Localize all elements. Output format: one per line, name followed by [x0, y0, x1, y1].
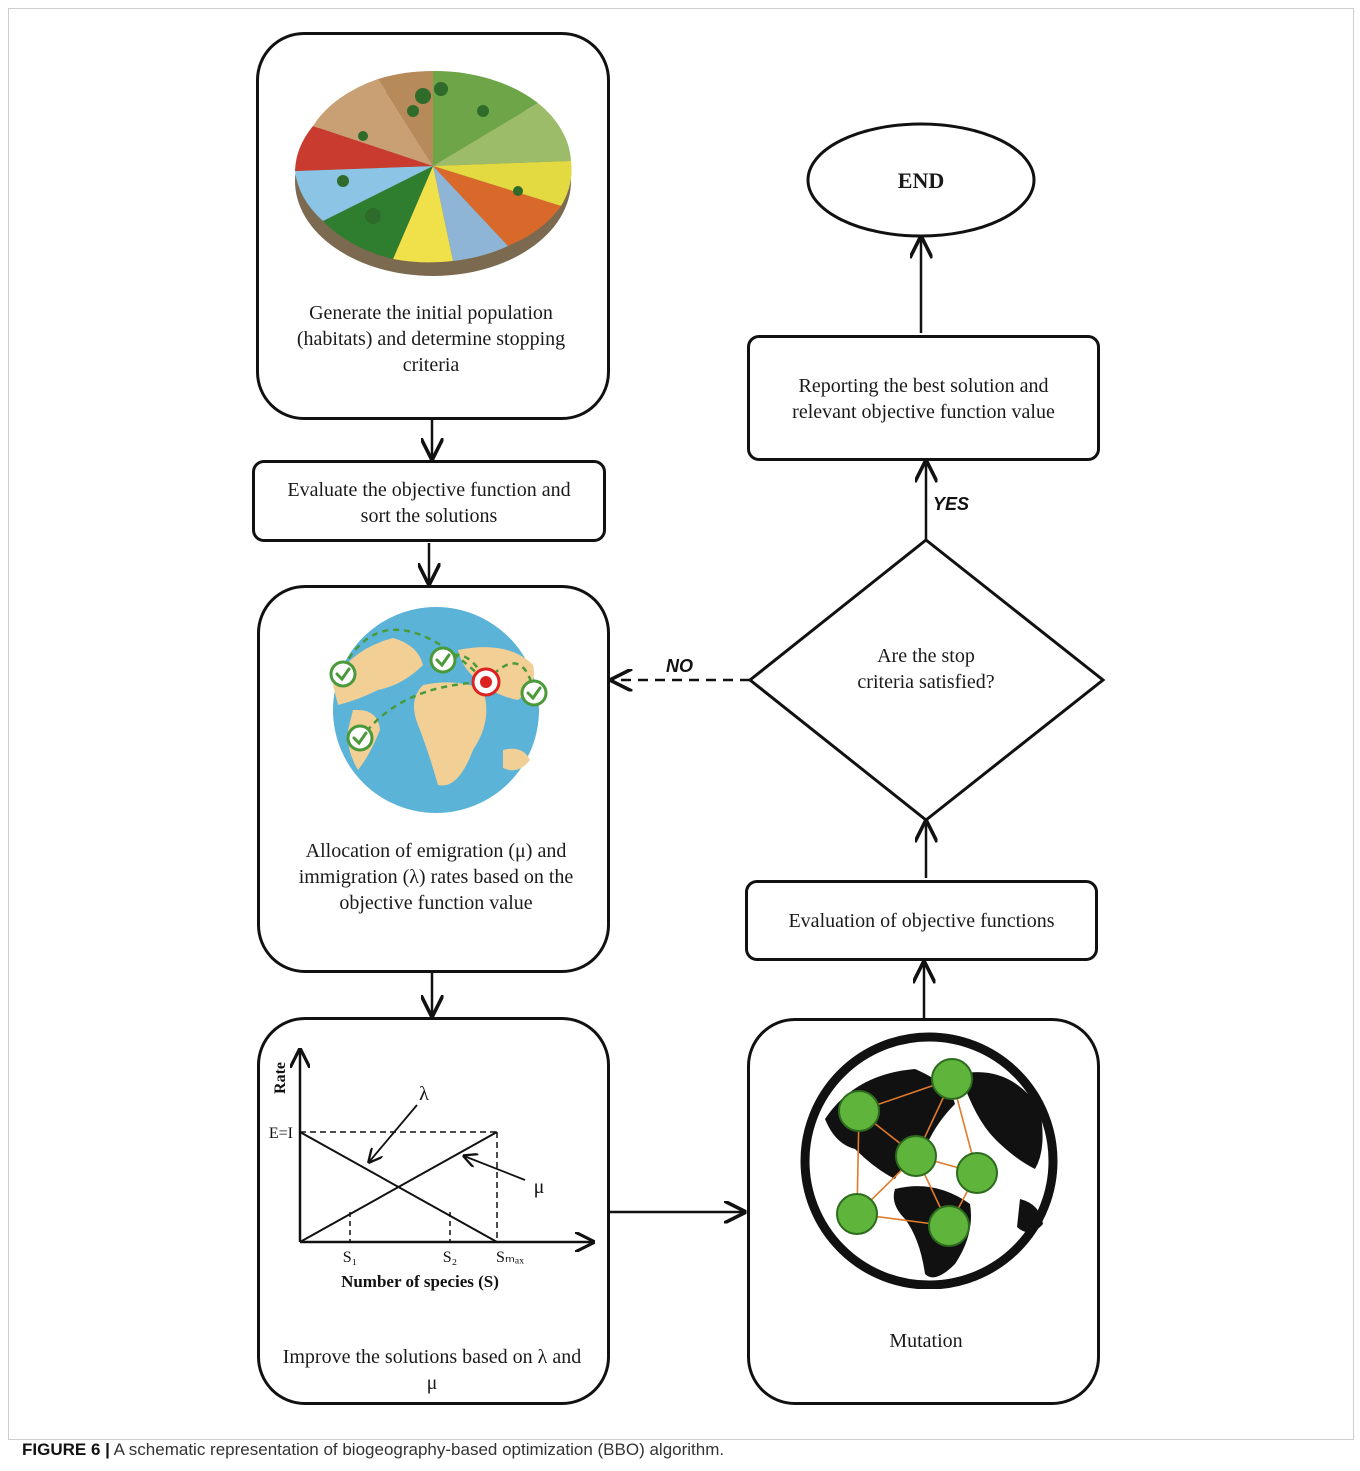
improve-text: Improve the solutions based on λ and μ — [282, 1346, 582, 1394]
mutation-text: Mutation — [889, 1330, 963, 1352]
plot-lambda-label: λ — [419, 1083, 429, 1105]
caption-text: A schematic representation of biogeograp… — [109, 1440, 725, 1459]
globe-migration-illustration — [329, 607, 548, 813]
lambda-pointer — [369, 1104, 418, 1162]
evaluate-sort-box — [252, 460, 606, 542]
plot-tick-s2: S₂ — [443, 1249, 457, 1266]
evaluate-sort-text: Evaluate the objective function and sort… — [287, 479, 571, 527]
report-box — [747, 335, 1100, 461]
caption-label: FIGURE 6 | — [22, 1440, 110, 1459]
yes-label: YES — [933, 494, 970, 514]
no-label: NO — [666, 656, 693, 676]
habitat-pie-illustration — [295, 70, 572, 276]
end-text: END — [897, 168, 945, 193]
migration-rate-plot: Rate E=I λ μ S₁ S₂ Sₘₐₓ Number of specie… — [269, 1030, 617, 1291]
mu-curve — [299, 1131, 498, 1243]
initial-population-text: Generate the initial population (habitat… — [296, 302, 566, 376]
plot-mu-label: μ — [534, 1176, 545, 1198]
improve-box — [257, 1017, 610, 1405]
allocation-text: Allocation of emigration (μ) and immigra… — [298, 840, 574, 914]
end-ellipse — [806, 122, 1036, 238]
evaluation-box — [745, 880, 1098, 961]
mutation-globe-illustration — [800, 1032, 1058, 1289]
mutation-box — [747, 1018, 1100, 1405]
evaluation-text: Evaluation of objective functions — [788, 910, 1055, 932]
figure-frame — [8, 8, 1354, 1440]
plot-eq-label: E=I — [269, 1125, 293, 1142]
plot-tick-s1: S₁ — [343, 1249, 357, 1266]
initial-population-box — [256, 32, 610, 420]
plot-xlabel: Number of species (S) — [341, 1272, 499, 1291]
plot-tick-smax: Sₘₐₓ — [496, 1249, 524, 1266]
decision-diamond — [747, 538, 1106, 822]
mu-pointer — [464, 1156, 526, 1181]
allocation-box — [257, 585, 610, 973]
decision-text: Are the stop criteria satisfied? — [857, 645, 995, 693]
figure-caption: FIGURE 6 | A schematic representation of… — [22, 1440, 1342, 1460]
plot-ylabel: Rate — [272, 1062, 289, 1094]
report-text: Reporting the best solution and relevant… — [792, 375, 1055, 423]
